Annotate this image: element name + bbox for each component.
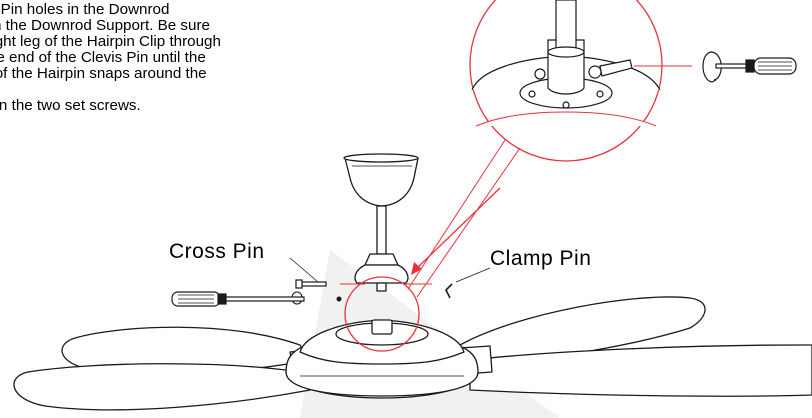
- zoom-connector-left: [407, 139, 506, 290]
- cross-pin-label: Cross Pin: [169, 240, 265, 263]
- fan-blade-left-lower: [13, 363, 311, 411]
- instruction-line: tion of the Hairpin snaps around the: [0, 65, 207, 82]
- canopy: [344, 157, 419, 207]
- detail-circle-small: [344, 276, 420, 352]
- instruction-line: les in the Downrod Support. Be sure: [0, 17, 210, 34]
- clamp-pin-leader: [455, 267, 491, 283]
- instruction-line: levis Pin holes in the Downrod: [0, 1, 170, 18]
- screwdriver-left: [171, 291, 305, 307]
- zoom-detail-content: [471, 0, 661, 127]
- screwdriver-right: [715, 57, 797, 75]
- instruction-text: levis Pin holes in the Downrod les in th…: [0, 2, 386, 114]
- downrod-collar: [364, 253, 399, 266]
- downrod-support: [371, 319, 393, 335]
- clamp-pin: [445, 283, 453, 299]
- set-screw: [336, 296, 342, 302]
- downrod: [376, 205, 387, 255]
- fan-blade-right-lower: [469, 344, 812, 397]
- zoom-connector-right: [416, 147, 521, 298]
- clamp-pin-label: Clamp Pin: [490, 247, 592, 270]
- instruction-line: ar the end of the Clevis Pin until the: [0, 49, 206, 66]
- detail-arrow-head: [411, 262, 422, 275]
- cross-pin-leader: [289, 257, 319, 283]
- instruction-line: straight leg of the Hairpin Clip through: [0, 33, 221, 50]
- detail-arrow-line: [414, 187, 501, 271]
- instruction-gap: [0, 82, 386, 98]
- downrod-coupler: [354, 264, 409, 284]
- fan-assembly: [13, 153, 812, 411]
- cross-pin: [295, 279, 327, 289]
- instruction-line: ighten the two set screws.: [0, 97, 141, 114]
- downrod-end: [376, 282, 387, 292]
- canopy-top: [343, 153, 419, 163]
